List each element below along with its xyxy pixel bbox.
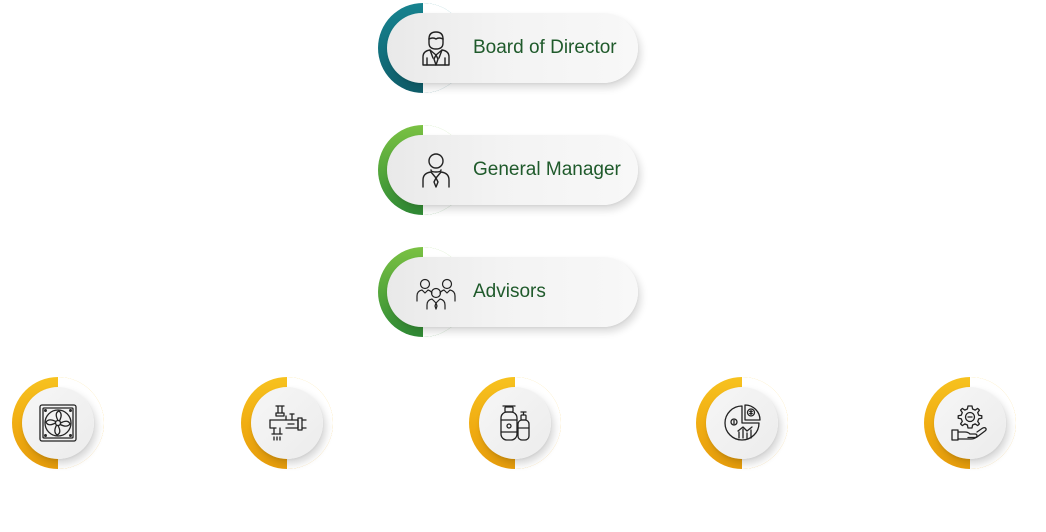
finance-chart-icon [721, 402, 763, 444]
team-icon [415, 271, 457, 313]
node-circle [479, 387, 551, 459]
node-pill: Advisors [387, 257, 638, 327]
node-board-of-director: Board of Director [378, 3, 640, 93]
node-pill: General Manager [387, 135, 638, 205]
node-label: Board of Director [473, 37, 617, 58]
node-circle [251, 387, 323, 459]
node-advisors: Advisors [378, 247, 640, 337]
service-gear-hand-icon [949, 402, 991, 444]
node-label: General Manager [473, 159, 621, 180]
department-node-piping [241, 377, 333, 469]
businessman-icon [415, 27, 457, 69]
department-node-service [924, 377, 1016, 469]
gas-cylinder-icon [494, 402, 536, 444]
department-node-ventilation [12, 377, 104, 469]
department-node-finance [696, 377, 788, 469]
manager-icon [415, 149, 457, 191]
node-circle [934, 387, 1006, 459]
node-circle [22, 387, 94, 459]
piping-icon [266, 402, 308, 444]
node-circle [706, 387, 778, 459]
node-general-manager: General Manager [378, 125, 640, 215]
node-pill: Board of Director [387, 13, 638, 83]
node-label: Advisors [473, 281, 546, 302]
department-node-gas-cylinder [469, 377, 561, 469]
ventilation-fan-icon [37, 402, 79, 444]
